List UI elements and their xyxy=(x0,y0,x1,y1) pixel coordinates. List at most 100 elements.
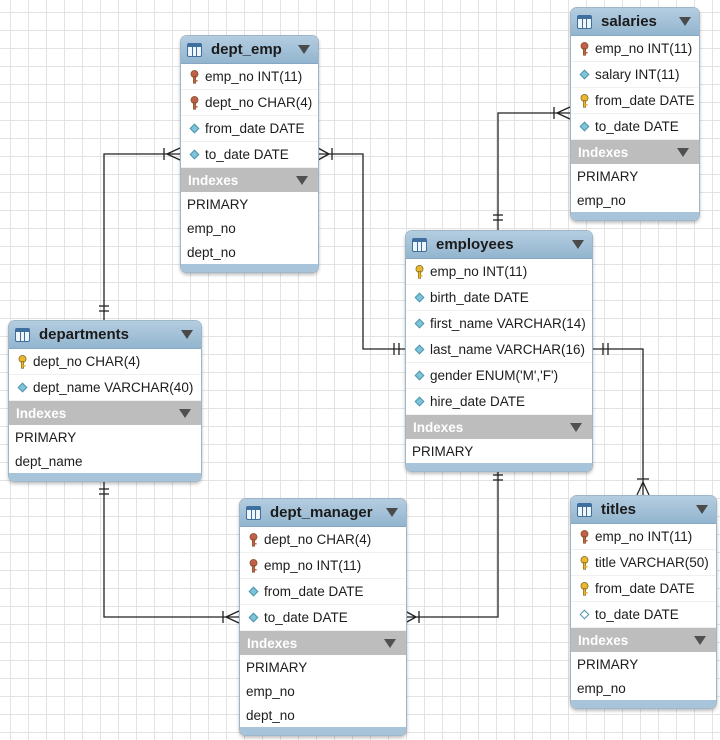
column-icon xyxy=(412,343,426,357)
column-label: dept_no CHAR(4) xyxy=(264,532,372,547)
index-row[interactable]: PRIMARY xyxy=(412,443,474,459)
index-list: PRIMARY dept_name xyxy=(9,425,201,473)
column-label: emp_no INT(11) xyxy=(595,41,693,56)
column-label: dept_name VARCHAR(40) xyxy=(33,380,194,395)
column-row[interactable]: dept_no CHAR(4) xyxy=(181,90,318,116)
column-row[interactable]: to_date DATE xyxy=(240,605,406,631)
collapse-arrow-icon[interactable] xyxy=(570,422,582,432)
table-header[interactable]: dept_emp xyxy=(181,36,318,64)
collapse-arrow-icon[interactable] xyxy=(694,635,706,645)
column-label: hire_date DATE xyxy=(430,394,526,409)
indexes-header[interactable]: Indexes xyxy=(240,631,406,655)
table-dept-emp[interactable]: dept_emp emp_no INT(11)dept_no CHAR(4)fr… xyxy=(180,35,319,273)
column-row[interactable]: last_name VARCHAR(16) xyxy=(406,337,592,363)
column-row[interactable]: dept_no CHAR(4) xyxy=(9,349,201,375)
relationship-departments-dept-manager xyxy=(99,482,240,624)
index-row[interactable]: emp_no xyxy=(577,680,626,696)
relationship-departments-dept-emp xyxy=(99,147,181,320)
column-row[interactable]: title VARCHAR(50) xyxy=(571,550,716,576)
column-row[interactable]: emp_no INT(11) xyxy=(406,259,592,285)
index-row[interactable]: PRIMARY xyxy=(246,659,308,675)
column-row[interactable]: hire_date DATE xyxy=(406,389,592,415)
column-row[interactable]: dept_no CHAR(4) xyxy=(240,527,406,553)
index-row[interactable]: PRIMARY xyxy=(577,656,639,672)
column-icon xyxy=(187,148,201,162)
table-header[interactable]: salaries xyxy=(571,8,699,36)
table-icon xyxy=(412,237,427,252)
column-row[interactable]: gender ENUM('M','F') xyxy=(406,363,592,389)
collapse-arrow-icon[interactable] xyxy=(572,240,584,249)
column-icon xyxy=(412,291,426,305)
column-row[interactable]: from_date DATE xyxy=(571,576,716,602)
column-icon xyxy=(412,395,426,409)
collapse-arrow-icon[interactable] xyxy=(179,408,191,418)
column-row[interactable]: from_date DATE xyxy=(571,88,699,114)
index-row[interactable]: dept_no xyxy=(187,244,236,260)
collapse-arrow-icon[interactable] xyxy=(696,505,708,514)
collapse-arrow-icon[interactable] xyxy=(298,45,310,54)
column-row[interactable]: to_date DATE xyxy=(571,602,716,628)
collapse-arrow-icon[interactable] xyxy=(296,175,308,185)
column-row[interactable]: emp_no INT(11) xyxy=(240,553,406,579)
index-row[interactable]: dept_no xyxy=(246,707,295,723)
collapse-arrow-icon[interactable] xyxy=(679,17,691,26)
table-header[interactable]: titles xyxy=(571,496,716,524)
column-icon xyxy=(15,381,29,395)
index-row[interactable]: PRIMARY xyxy=(187,196,249,212)
column-row[interactable]: emp_no INT(11) xyxy=(571,36,699,62)
collapse-arrow-icon[interactable] xyxy=(181,330,193,339)
column-row[interactable]: to_date DATE xyxy=(181,142,318,168)
collapse-arrow-icon[interactable] xyxy=(384,638,396,648)
column-row[interactable]: emp_no INT(11) xyxy=(181,64,318,90)
column-row[interactable]: birth_date DATE xyxy=(406,285,592,311)
collapse-arrow-icon[interactable] xyxy=(386,508,398,517)
table-employees[interactable]: employees emp_no INT(11)birth_date DATE f… xyxy=(405,230,593,472)
table-footer xyxy=(9,473,201,481)
relationship-employees-salaries xyxy=(493,106,571,230)
primary-key-icon xyxy=(15,354,29,369)
table-header[interactable]: departments xyxy=(9,321,201,349)
table-titles[interactable]: titles emp_no INT(11)title VARCHAR(50) fr… xyxy=(570,495,717,709)
column-list: emp_no INT(11) salary INT(11)from_date DA… xyxy=(571,36,699,140)
foreign-key-icon xyxy=(187,95,201,110)
table-footer xyxy=(240,727,406,735)
index-list: PRIMARY xyxy=(406,439,592,463)
indexes-label: Indexes xyxy=(578,144,629,160)
indexes-header[interactable]: Indexes xyxy=(406,415,592,439)
index-row[interactable]: emp_no xyxy=(577,192,626,208)
index-row[interactable]: PRIMARY xyxy=(15,429,77,445)
index-row[interactable]: PRIMARY xyxy=(577,168,639,184)
table-departments[interactable]: departments dept_no CHAR(4) dept_name VAR… xyxy=(8,320,202,482)
indexes-header[interactable]: Indexes xyxy=(571,140,699,164)
column-row[interactable]: to_date DATE xyxy=(571,114,699,140)
table-header[interactable]: dept_manager xyxy=(240,499,406,527)
table-title: dept_emp xyxy=(211,41,282,58)
column-label: to_date DATE xyxy=(264,610,348,625)
column-row[interactable]: from_date DATE xyxy=(240,579,406,605)
table-dept-manager[interactable]: dept_manager dept_no CHAR(4) emp_no INT(1… xyxy=(239,498,407,736)
column-label: first_name VARCHAR(14) xyxy=(430,316,586,331)
column-list: emp_no INT(11)birth_date DATE first_name … xyxy=(406,259,592,415)
column-row[interactable]: dept_name VARCHAR(40) xyxy=(9,375,201,401)
index-row[interactable]: emp_no xyxy=(246,683,295,699)
column-row[interactable]: salary INT(11) xyxy=(571,62,699,88)
indexes-header[interactable]: Indexes xyxy=(9,401,201,425)
indexes-header[interactable]: Indexes xyxy=(181,168,318,192)
column-icon xyxy=(412,317,426,331)
column-row[interactable]: from_date DATE xyxy=(181,116,318,142)
table-salaries[interactable]: salaries emp_no INT(11) salary INT(11)fro… xyxy=(570,7,700,221)
indexes-header[interactable]: Indexes xyxy=(571,628,716,652)
table-footer xyxy=(571,700,716,708)
column-row[interactable]: first_name VARCHAR(14) xyxy=(406,311,592,337)
indexes-label: Indexes xyxy=(188,172,239,188)
index-row[interactable]: emp_no xyxy=(187,220,236,236)
primary-key-icon xyxy=(577,581,591,596)
index-row[interactable]: dept_name xyxy=(15,453,83,469)
column-row[interactable]: emp_no INT(11) xyxy=(571,524,716,550)
table-header[interactable]: employees xyxy=(406,231,592,259)
column-label: from_date DATE xyxy=(595,581,695,596)
index-list: PRIMARY emp_no dept_no xyxy=(240,655,406,727)
index-list: PRIMARY emp_no xyxy=(571,164,699,212)
collapse-arrow-icon[interactable] xyxy=(677,147,689,157)
